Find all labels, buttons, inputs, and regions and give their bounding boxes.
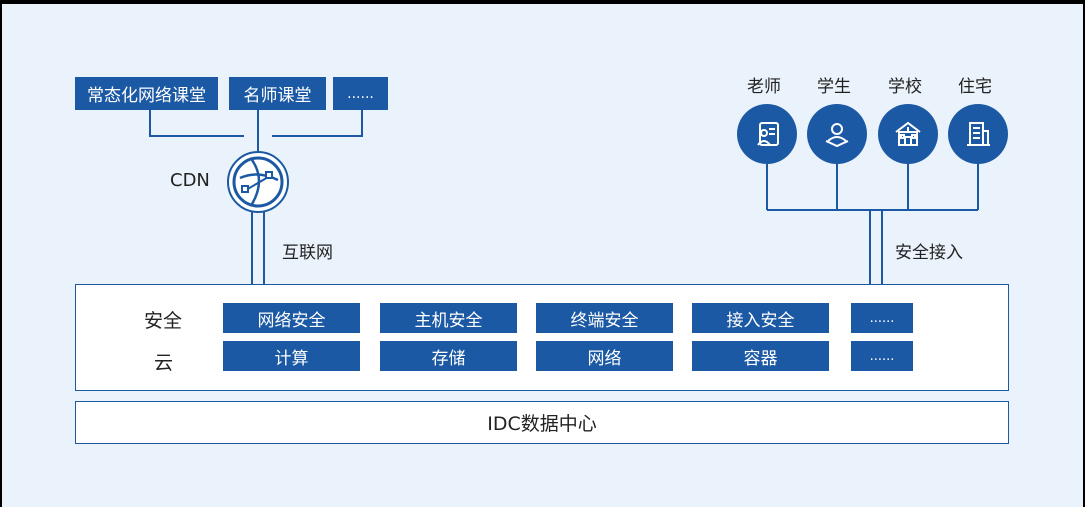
access-label-residence: 住宅 — [958, 77, 992, 97]
teacher-icon — [737, 104, 797, 164]
row-label-security: 安全 — [144, 310, 183, 332]
internet-label: 互联网 — [282, 243, 333, 263]
idc-label: IDC数据中心 — [487, 413, 597, 435]
security-item: 主机安全 — [380, 303, 517, 333]
connector-lines — [149, 110, 979, 284]
security-cloud-panel — [75, 284, 1009, 391]
diagram-canvas: 常态化网络课堂 名师课堂 ...... CDN 互联网 老师 学生 学校 住宅 — [2, 4, 1083, 507]
access-label-student: 学生 — [817, 77, 851, 97]
access-label-teacher: 老师 — [747, 77, 781, 97]
security-item: 接入安全 — [692, 303, 829, 333]
security-item: 网络安全 — [223, 303, 360, 333]
row-label-cloud: 云 — [154, 352, 174, 374]
security-item: 终端安全 — [536, 303, 673, 333]
security-item: ...... — [851, 303, 913, 333]
school-icon — [878, 104, 938, 164]
residence-icon — [948, 104, 1008, 164]
more-box: ...... — [333, 77, 388, 110]
cloud-item: 容器 — [692, 341, 829, 371]
idc-data-center: IDC数据中心 — [75, 401, 1009, 444]
cloud-item: ...... — [851, 341, 913, 371]
cdn-label: CDN — [170, 170, 210, 191]
famous-teacher-box: 名师课堂 — [229, 77, 326, 110]
cloud-item: 计算 — [223, 341, 360, 371]
globe-icon — [226, 150, 290, 214]
cloud-classroom-box: 常态化网络课堂 — [75, 77, 218, 110]
cloud-item: 网络 — [536, 341, 673, 371]
access-label-school: 学校 — [888, 77, 922, 97]
student-icon — [807, 104, 867, 164]
secure-access-label: 安全接入 — [895, 243, 963, 263]
cloud-item: 存储 — [380, 341, 517, 371]
